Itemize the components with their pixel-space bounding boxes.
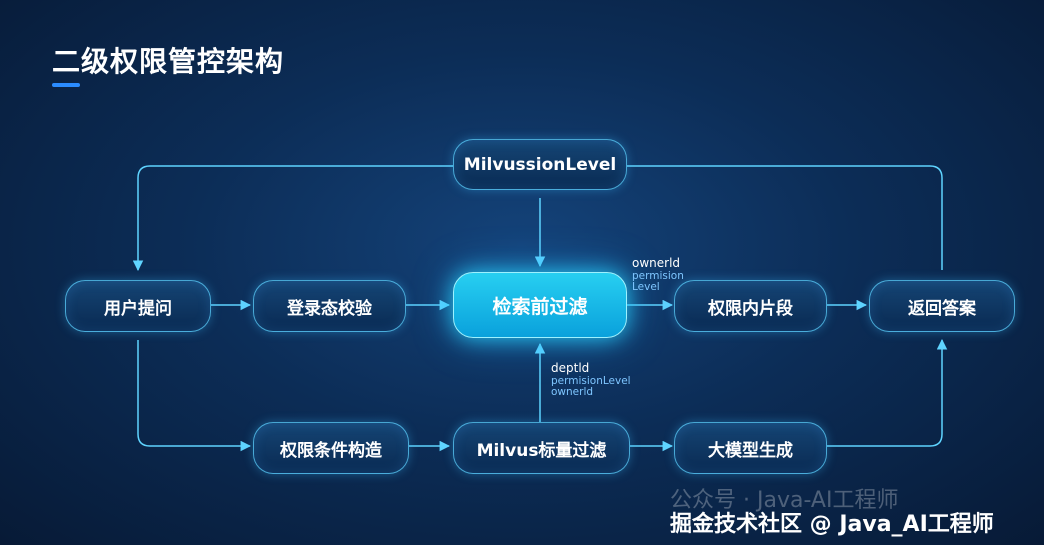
watermark-line-2: 掘金技术社区 @ Java_AI工程师	[670, 512, 994, 537]
node-milvus-scalar-filter: Milvus标量过滤	[453, 422, 630, 474]
node-return-answer: 返回答案	[869, 280, 1015, 332]
title-underline	[52, 83, 80, 87]
annotation-permision: permision	[632, 270, 684, 282]
annotation-right-of-prefilter: ownerld permision Level	[632, 256, 684, 293]
watermark-line-1: 公众号 · Java-AI工程师	[670, 488, 899, 513]
loop-bottom-left	[137, 340, 252, 452]
watermark: 公众号 · Java-AI工程师 掘金技术社区 @ Java_AI工程师	[670, 482, 1040, 538]
node-prefilter: 检索前过滤	[453, 272, 627, 338]
diagram-title: 二级权限管控架构	[52, 45, 285, 78]
loop-top	[138, 165, 943, 270]
node-llm-generate: 大模型生成	[674, 422, 827, 474]
annotation-dept-id: deptld	[551, 361, 590, 375]
annotation-below-prefilter: deptld permisionLevel ownerld	[551, 361, 631, 398]
node-user-question: 用户提问	[65, 280, 211, 332]
node-permission-fragments: 权限内片段	[674, 280, 827, 332]
annotation-permission-level: permisionLevel	[551, 375, 631, 387]
annotation-level: Level	[632, 281, 660, 293]
node-login-check: 登录态校验	[253, 280, 406, 332]
node-permission-condition: 权限条件构造	[253, 422, 409, 474]
node-milvussion-level: MilvussionLevel	[453, 139, 627, 190]
annotation-owner-id-2: ownerld	[551, 386, 594, 398]
annotation-owner-id: ownerld	[632, 256, 681, 270]
loop-bottom-right	[827, 338, 948, 447]
